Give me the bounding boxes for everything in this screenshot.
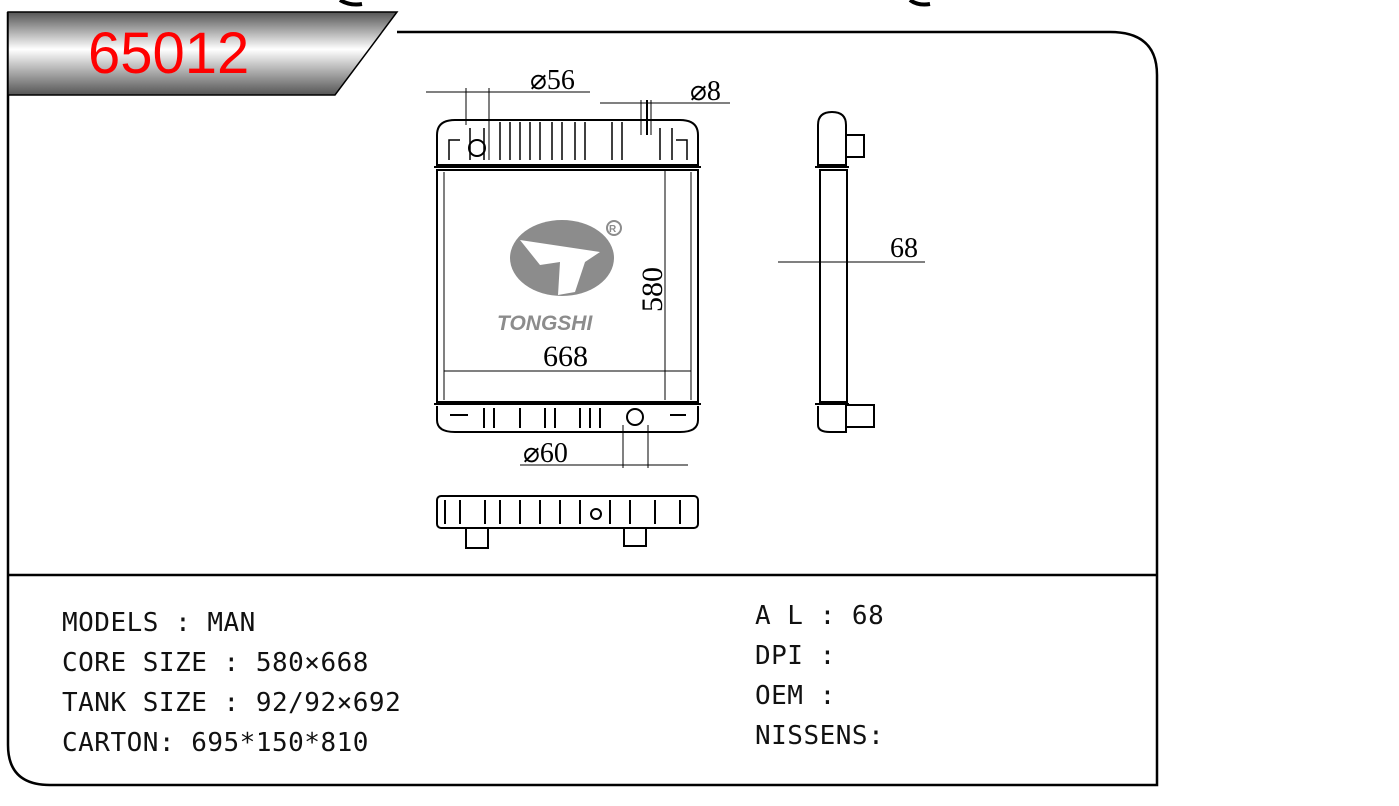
svg-text:R: R [609,224,617,235]
title-banner [7,11,399,96]
dim-small-label: ⌀8 [690,76,721,107]
tongshi-logo: R TONGSHI [497,220,622,335]
spec-models: MODELS : MAN [62,608,256,638]
spec-carton: CARTON: 695*150*810 [62,728,369,758]
dim-depth-label: 68 [890,233,918,264]
spec-nissens: NISSENS: [755,721,885,751]
spec-oem: OEM : [755,681,836,711]
dim-height-label: 580 [636,267,669,312]
spec-core-size: CORE SIZE : 580×668 [62,648,369,678]
dim-inlet-label: ⌀56 [530,65,575,96]
dim-width-label: 668 [543,340,588,373]
spec-tank-size: TANK SIZE : 92/92×692 [62,688,402,718]
dim-outlet-label: ⌀60 [523,438,568,469]
part-number: 65012 [88,21,250,86]
radiator-front-view [426,88,730,468]
sheet-frame [6,12,1159,787]
radiator-side-view [778,110,925,433]
spec-al: A L : 68 [755,601,885,631]
radiator-top-view [436,495,699,549]
spec-dpi: DPI : [755,641,836,671]
logo-text: TONGSHI [497,312,593,335]
